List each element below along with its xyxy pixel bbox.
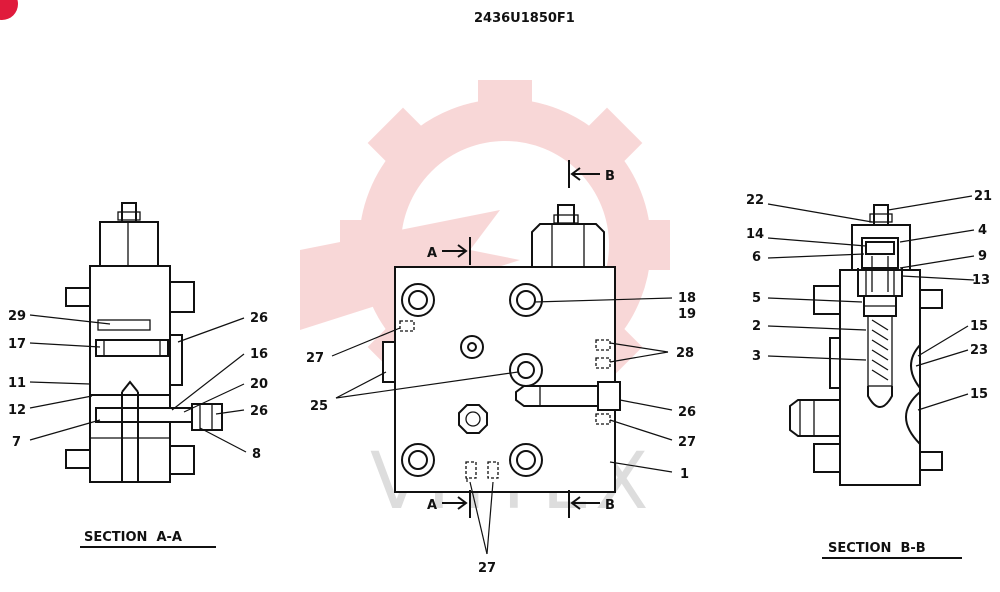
section-aa-leaders <box>29 314 247 453</box>
callout-6: 6 <box>752 250 761 265</box>
cut-marker-b-top: B <box>605 169 615 184</box>
center-main-view <box>382 204 621 493</box>
section-bb-leaders <box>767 195 975 411</box>
callout-15-top: 15 <box>970 319 988 334</box>
callout-23: 23 <box>970 343 988 358</box>
callout-21: 21 <box>974 189 992 204</box>
callout-13: 13 <box>972 273 990 288</box>
part-number-title: 2436U1850F1 <box>474 11 575 26</box>
callout-8: 8 <box>252 447 261 462</box>
callout-26-left-top: 26 <box>250 311 268 326</box>
callout-25: 25 <box>310 399 328 414</box>
callout-28: 28 <box>676 346 694 361</box>
callout-3: 3 <box>752 349 761 364</box>
section-bb-caption: SECTION B-B <box>828 541 926 556</box>
section-aa-callout-labels: 29 17 11 12 7 26 16 20 26 8 <box>8 309 268 462</box>
section-bb-view <box>789 204 943 486</box>
callout-27-left: 27 <box>306 351 324 366</box>
center-callout-labels: 27 25 18 19 28 26 27 1 27 <box>306 291 696 576</box>
callout-1: 1 <box>680 467 689 482</box>
callout-5: 5 <box>752 291 761 306</box>
callout-2: 2 <box>752 319 761 334</box>
callout-11: 11 <box>8 376 26 391</box>
section-aa-caption: SECTION A-A <box>84 530 182 545</box>
cut-marker-a-bottom: A <box>427 498 437 513</box>
callout-27-bottom: 27 <box>478 561 496 576</box>
callout-16: 16 <box>250 347 268 362</box>
callout-26-left-bottom: 26 <box>250 404 268 419</box>
callout-17: 17 <box>8 337 26 352</box>
section-markers: B A A B <box>427 160 615 518</box>
callout-29: 29 <box>8 309 26 324</box>
corner-badge <box>0 0 18 20</box>
callout-20: 20 <box>250 377 268 392</box>
callout-4: 4 <box>978 223 987 238</box>
callout-19: 19 <box>678 307 696 322</box>
callout-22: 22 <box>746 193 764 208</box>
callout-15-bottom: 15 <box>970 387 988 402</box>
section-aa-view <box>65 202 223 483</box>
callout-26-center: 26 <box>678 405 696 420</box>
cut-marker-a-top: A <box>427 246 437 261</box>
callout-7: 7 <box>12 435 21 450</box>
section-bb-callout-labels: 22 14 6 5 2 3 21 4 9 13 15 23 15 <box>746 189 992 402</box>
callout-18: 18 <box>678 291 696 306</box>
callout-9: 9 <box>978 249 987 264</box>
callout-14: 14 <box>746 227 764 242</box>
center-leaders <box>331 297 673 555</box>
callout-12: 12 <box>8 403 26 418</box>
callout-27-right: 27 <box>678 435 696 450</box>
cut-marker-b-bottom: B <box>605 498 615 513</box>
